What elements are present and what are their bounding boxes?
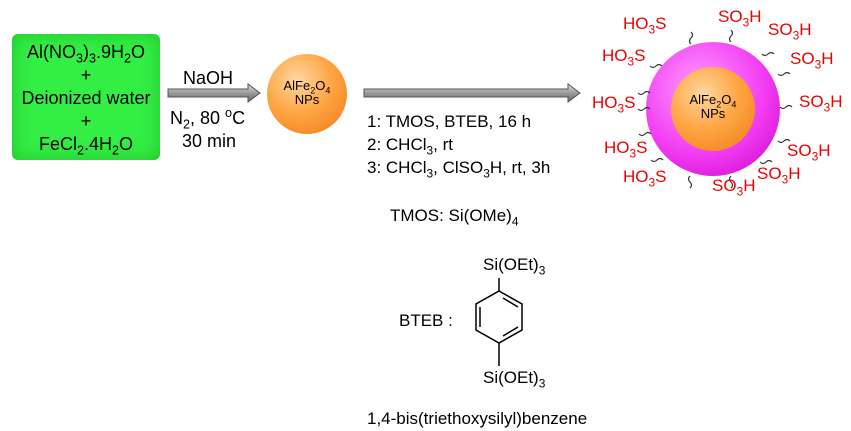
linker-13: [728, 29, 734, 43]
bteb-top-substituent: Si(OEt)3: [483, 255, 546, 278]
plus-sign: +: [80, 65, 92, 85]
double-bond-2: [502, 326, 519, 337]
linker-8: [759, 159, 773, 165]
so3h-group-bottom: SO3H: [712, 176, 756, 199]
reagent-naoh: NaOH: [183, 68, 234, 88]
condition-atmosphere-temperature: N2, 80 oC: [170, 106, 246, 132]
bteb-bottom-substituent: Si(OEt)3: [483, 368, 546, 391]
linker-6: [687, 175, 693, 189]
so3h-group-top: SO3H: [718, 7, 762, 30]
linker-14: [688, 31, 694, 45]
so3h-group-left-3: HO3S: [592, 93, 636, 116]
tmos-definition: TMOS: Si(OMe)4: [390, 206, 519, 229]
bteb-name: 1,4-bis(triethoxysilyl)benzene: [367, 409, 588, 428]
condition-step-2: 2: CHCl3, rt: [367, 135, 453, 158]
reactant-deionized-water: Deionized water: [21, 88, 151, 108]
so3h-group-right-5: SO3H: [757, 164, 801, 187]
so3h-group-left-5: HO3S: [623, 167, 667, 190]
alfe2o4-core: AlFe2O4 NPs: [671, 67, 755, 151]
linker-7: [728, 175, 734, 189]
alfe2o4-nanoparticle: AlFe2O4 NPs: [267, 54, 347, 134]
so3h-group-right-2: SO3H: [790, 49, 834, 72]
linker-11: [777, 71, 791, 77]
reactant-iron-chloride: FeCl2.4H2O: [38, 134, 134, 158]
so3h-group-left-1: HO3S: [623, 14, 667, 37]
reactant-aluminum-nitrate: Al(NO3)3.9H2O: [26, 42, 146, 66]
condition-step-1: 1: TMOS, BTEB, 16 h: [367, 112, 532, 131]
benzene-hexagon: [475, 290, 523, 344]
linker-5: [650, 157, 664, 163]
linker-9: [777, 138, 791, 144]
reactants-box: [12, 34, 160, 160]
so3h-group-left-4: HO3S: [604, 138, 648, 161]
linker-3: [637, 106, 651, 112]
arrow-step-2: [363, 83, 581, 103]
linker-1: [649, 63, 663, 69]
arrow-step-1: [167, 83, 261, 103]
linker-2: [637, 90, 651, 96]
so3h-group-right-1: SO3H: [768, 20, 812, 43]
so3h-group-right-3: SO3H: [799, 92, 843, 115]
plus-sign: +: [80, 111, 92, 131]
linker-10: [779, 104, 793, 110]
condition-time: 30 min: [182, 131, 237, 151]
so3h-group-right-4: SO3H: [787, 141, 831, 164]
double-bond-1: [502, 297, 519, 308]
so3h-group-left-2: HO3S: [602, 46, 646, 69]
condition-step-3: 3: CHCl3, ClSO3H, rt, 3h: [367, 158, 551, 181]
linker-12: [761, 51, 775, 57]
bteb-label: BTEB :: [399, 311, 453, 330]
linker-4: [638, 131, 652, 137]
